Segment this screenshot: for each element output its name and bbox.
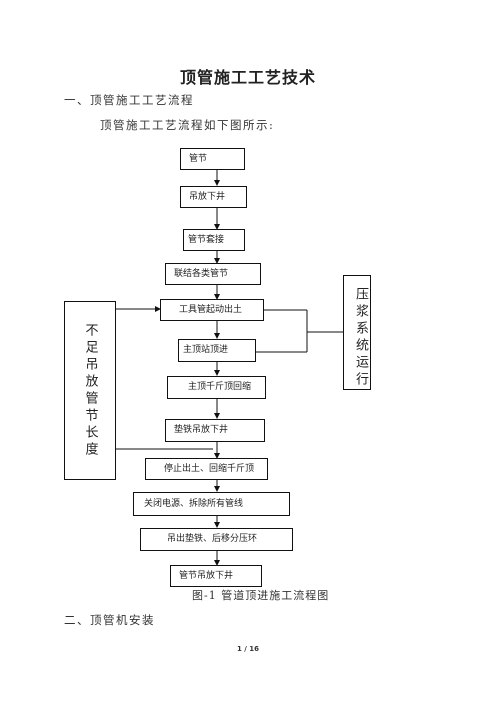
flow-step-jack-retract: 主顶千斤顶回缩 xyxy=(167,376,266,399)
flow-step-stop: 停止出土、回缩千斤顶 xyxy=(145,458,268,480)
flow-step-shim-out: 吊出垫铁、后移分压环 xyxy=(140,528,293,551)
figure-caption: 图-1 管道顶进施工流程图 xyxy=(192,589,330,602)
side-box-insufficient-length: 不足吊放管节长度 xyxy=(64,301,116,480)
section-heading-1: 一、顶管施工工艺流程 xyxy=(64,93,194,107)
document-title: 顶管施工工艺技术 xyxy=(179,68,316,87)
flow-step-connect: 联结各类管节 xyxy=(165,263,261,285)
flow-step-main-jack: 主顶站顶进 xyxy=(178,339,256,362)
flow-step-tool-pipe: 工具管起动出土 xyxy=(160,299,264,321)
section-intro: 顶管施工工艺流程如下图所示: xyxy=(100,118,275,132)
side-box-grouting-system: 压浆系统运行 xyxy=(343,275,371,390)
page-number: 1 / 16 xyxy=(236,645,260,653)
flow-step-pipe-lower: 管节吊放下井 xyxy=(170,565,262,587)
section-heading-2: 二、顶管机安装 xyxy=(64,613,155,627)
flow-step-socket: 管节套接 xyxy=(183,229,245,251)
flow-step-lower: 吊放下井 xyxy=(180,186,247,208)
flow-step-power-off: 关闭电源、拆除所有管线 xyxy=(133,492,290,516)
flow-step-shim-lower: 垫铁吊放下井 xyxy=(165,419,265,442)
flow-step-pipe: 管节 xyxy=(180,148,245,170)
